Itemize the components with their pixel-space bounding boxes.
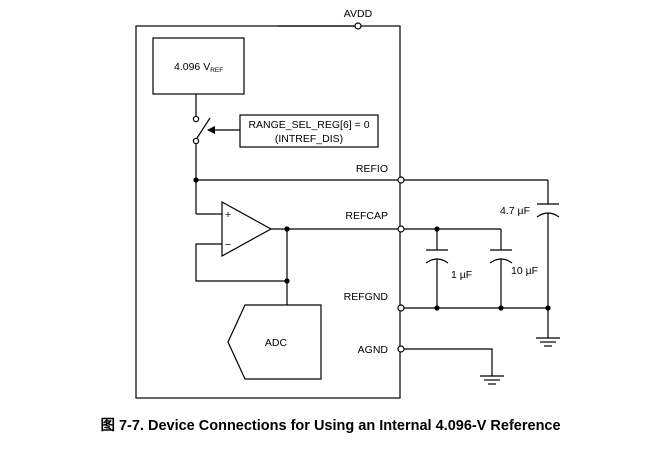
avdd-label: AVDD (344, 8, 373, 20)
opamp-minus-sign: − (225, 239, 231, 251)
refgnd-label: REFGND (344, 291, 389, 303)
control-register-line1: RANGE_SEL_REG[6] = 0 (248, 119, 369, 131)
refio-label: REFIO (356, 163, 388, 175)
agnd-external-wire (404, 348, 493, 376)
adc-block (227, 304, 322, 380)
agnd-label: AGND (358, 344, 389, 356)
opamp-plus-sign: + (225, 209, 231, 221)
opamp-feedback-wire (195, 243, 287, 282)
control-register-line2: (INTREF_DIS) (275, 133, 343, 145)
control-register-box (239, 114, 379, 148)
vref-label: 4.096 VREF (174, 61, 223, 74)
switch-blade (196, 117, 211, 139)
refgnd-pin (397, 304, 405, 312)
device-outline (135, 25, 401, 399)
cap-10-label: 10 µF (511, 265, 538, 277)
refgnd-node-dot-1 (434, 305, 440, 311)
agnd-pin (397, 345, 405, 353)
refio-pin (397, 176, 405, 184)
refgnd-node-dot-2 (498, 305, 504, 311)
opamp-body (221, 200, 273, 258)
cap-1-label: 1 µF (451, 269, 472, 281)
switch-top-contact (192, 115, 200, 123)
refgnd-node-dot-3 (545, 305, 551, 311)
adc-label: ADC (265, 337, 288, 349)
feedback-node-dot (284, 278, 290, 284)
vref-block (152, 37, 245, 95)
figure-caption: 图 7-7. Device Connections for Using an I… (100, 418, 561, 434)
refcap-pin (397, 225, 405, 233)
cap-4p7-label: 4.7 µF (500, 205, 530, 217)
refcap-label: REFCAP (345, 210, 388, 222)
switch-bottom-contact (192, 137, 200, 145)
avdd-pin (354, 22, 362, 30)
